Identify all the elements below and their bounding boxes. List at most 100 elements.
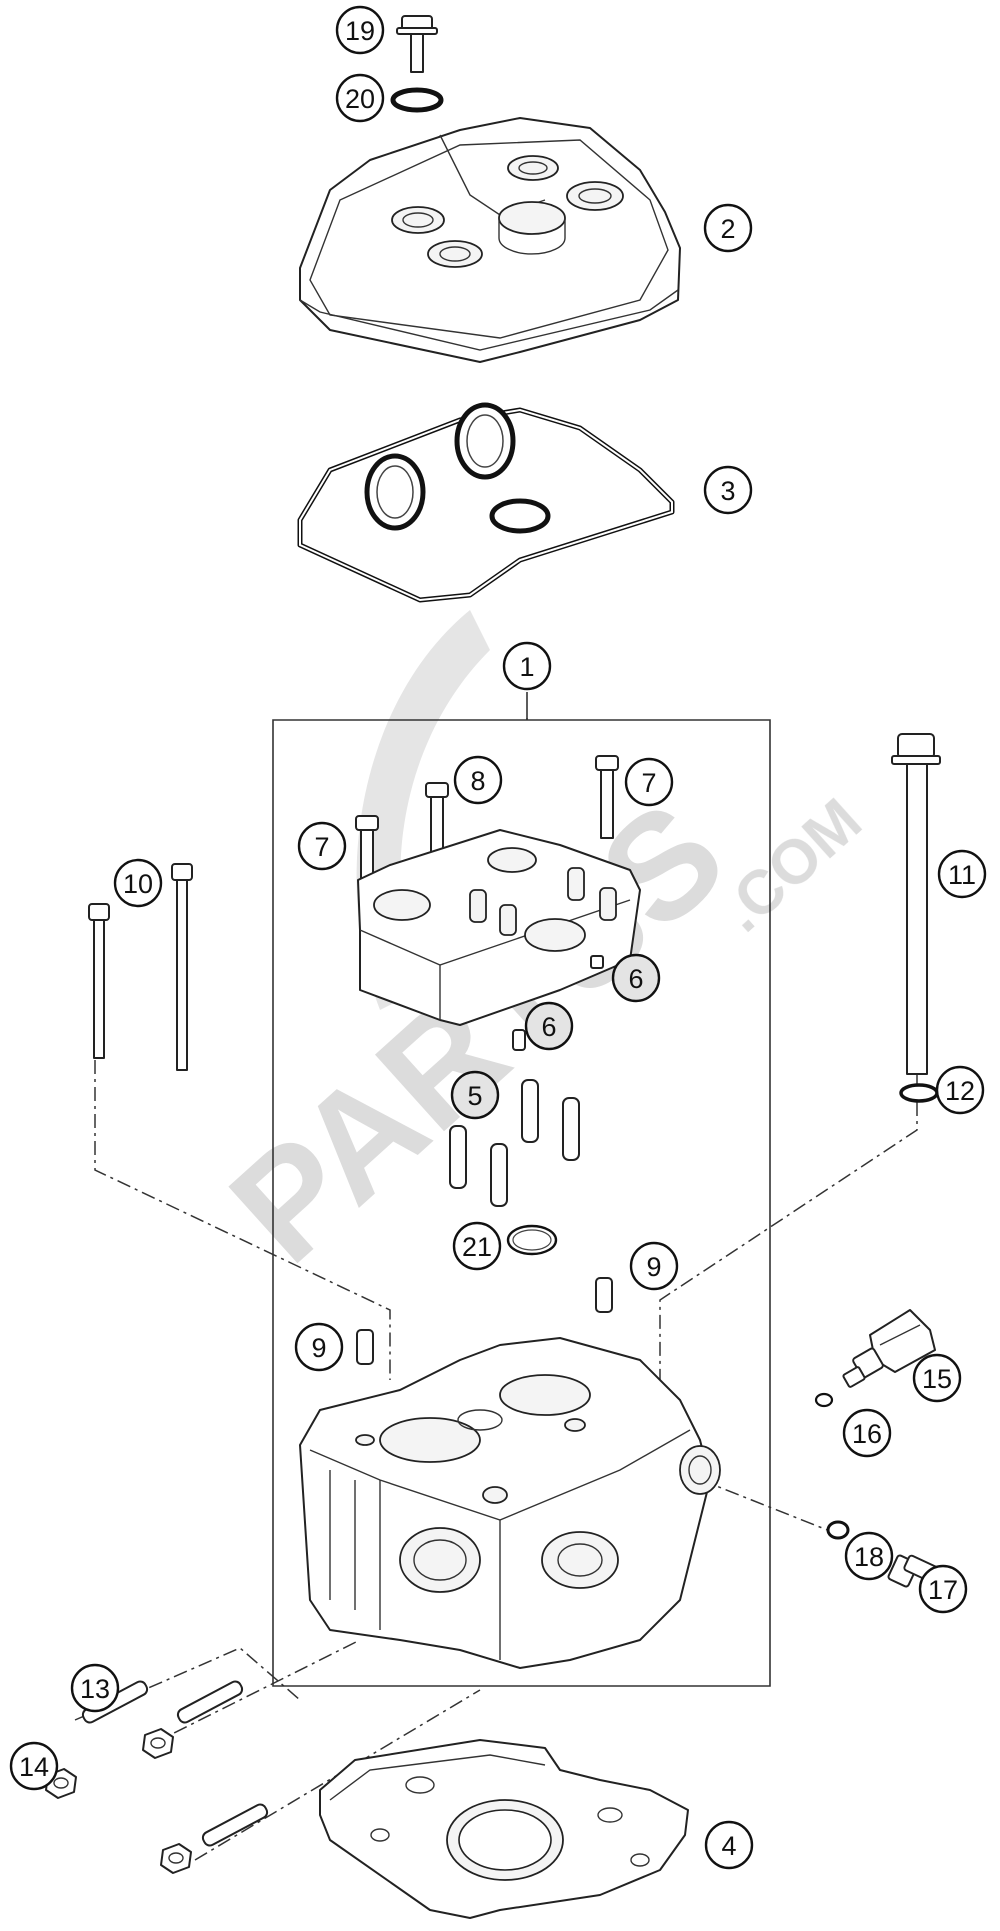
- temperature-sensor: [842, 1309, 936, 1388]
- callout-number: 20: [345, 84, 375, 114]
- callout-circle: [70, 1663, 120, 1713]
- callout-21: 21: [452, 1221, 502, 1271]
- bolt-washer: [899, 1083, 939, 1103]
- callout-18: 18: [844, 1531, 894, 1581]
- o-ring: [506, 1224, 558, 1256]
- callout-6: 6: [611, 953, 661, 1003]
- exhaust-stud: [201, 1803, 269, 1847]
- callout-9: 9: [294, 1322, 344, 1372]
- small-plug: [590, 955, 604, 969]
- callout-circle: [113, 858, 163, 908]
- callout-14: 14: [9, 1741, 59, 1791]
- callout-circle: [935, 1065, 985, 1115]
- callout-number: 4: [721, 1831, 736, 1861]
- callout-circle: [704, 1820, 754, 1870]
- callout-13: 13: [70, 1663, 120, 1713]
- valve-guide: [490, 1143, 508, 1207]
- callout-7: 7: [297, 821, 347, 871]
- callout-number: 1: [519, 652, 534, 682]
- exhaust-stud: [176, 1680, 244, 1724]
- callout-circle: [524, 1001, 574, 1051]
- head-gasket: [319, 1739, 689, 1919]
- callout-16: 16: [842, 1408, 892, 1458]
- callout-circle: [624, 757, 674, 807]
- callout-number: 7: [314, 832, 329, 862]
- callout-circle: [450, 1070, 500, 1120]
- callout-circle: [9, 1741, 59, 1791]
- watermark-suffix: .COM: [708, 786, 874, 946]
- callout-circle: [937, 849, 987, 899]
- exhaust-nut: [142, 1728, 174, 1759]
- callout-17: 17: [918, 1564, 968, 1614]
- callout-7: 7: [624, 757, 674, 807]
- callout-number: 6: [541, 1012, 556, 1042]
- callout-6: 6: [524, 1001, 574, 1051]
- bearing-bolt: [425, 782, 449, 858]
- valve-guide: [562, 1097, 580, 1161]
- callout-1: 1: [502, 641, 552, 691]
- cover-gasket: [297, 402, 675, 603]
- callout-8: 8: [453, 755, 503, 805]
- callout-circle: [703, 465, 753, 515]
- cylinder-head: [299, 1337, 721, 1669]
- callout-2: 2: [703, 203, 753, 253]
- callout-number: 9: [311, 1333, 326, 1363]
- callout-number: 3: [720, 476, 735, 506]
- callout-number: 7: [641, 768, 656, 798]
- callout-circle: [844, 1531, 894, 1581]
- callout-number: 6: [628, 964, 643, 994]
- dowel-pin: [595, 1277, 613, 1313]
- valve-cover: [299, 117, 681, 363]
- cover-bolt: [396, 15, 438, 73]
- callout-circle: [918, 1564, 968, 1614]
- callout-number: 9: [646, 1252, 661, 1282]
- cylinder-head-bolt: [88, 903, 110, 1059]
- callout-number: 15: [922, 1364, 952, 1394]
- bearing-bolt: [595, 755, 619, 839]
- callout-circle: [294, 1322, 344, 1372]
- callout-15: 15: [912, 1353, 962, 1403]
- callout-circle: [335, 73, 385, 123]
- callout-20: 20: [335, 73, 385, 123]
- callout-12: 12: [935, 1065, 985, 1115]
- callout-number: 18: [854, 1542, 884, 1572]
- callout-circle: [452, 1221, 502, 1271]
- exhaust-nut: [160, 1843, 192, 1874]
- callout-number: 5: [467, 1081, 482, 1111]
- callout-number: 17: [928, 1575, 958, 1605]
- valve-guide: [449, 1125, 467, 1189]
- callout-number: 14: [19, 1752, 49, 1782]
- cylinder-head-bolt: [171, 863, 193, 1071]
- callout-circle: [335, 5, 385, 55]
- callout-circle: [703, 203, 753, 253]
- callout-circle: [842, 1408, 892, 1458]
- callout-19: 19: [335, 5, 385, 55]
- valve-guide: [521, 1079, 539, 1143]
- callout-number: 13: [80, 1674, 110, 1704]
- sensor-o-ring: [814, 1392, 834, 1408]
- callout-circle: [297, 821, 347, 871]
- callout-3: 3: [703, 465, 753, 515]
- callout-number: 19: [345, 16, 375, 46]
- callout-number: 21: [462, 1232, 492, 1262]
- callout-number: 16: [852, 1419, 882, 1449]
- callout-4: 4: [704, 1820, 754, 1870]
- callout-circle: [912, 1353, 962, 1403]
- sensor-washer: [826, 1520, 850, 1540]
- callout-circle: [502, 641, 552, 691]
- callout-number: 10: [123, 869, 153, 899]
- callout-11: 11: [937, 849, 987, 899]
- callout-5: 5: [450, 1070, 500, 1120]
- dowel-pin: [356, 1329, 374, 1365]
- cylinder-head-bolt-long: [891, 733, 941, 1075]
- seal-washer: [390, 87, 444, 113]
- camshaft-bearing-bridge: [357, 829, 641, 1026]
- callout-circle: [611, 953, 661, 1003]
- callout-number: 8: [470, 766, 485, 796]
- callout-circle: [629, 1241, 679, 1291]
- callout-9: 9: [629, 1241, 679, 1291]
- callout-number: 11: [948, 860, 976, 890]
- callout-10: 10: [113, 858, 163, 908]
